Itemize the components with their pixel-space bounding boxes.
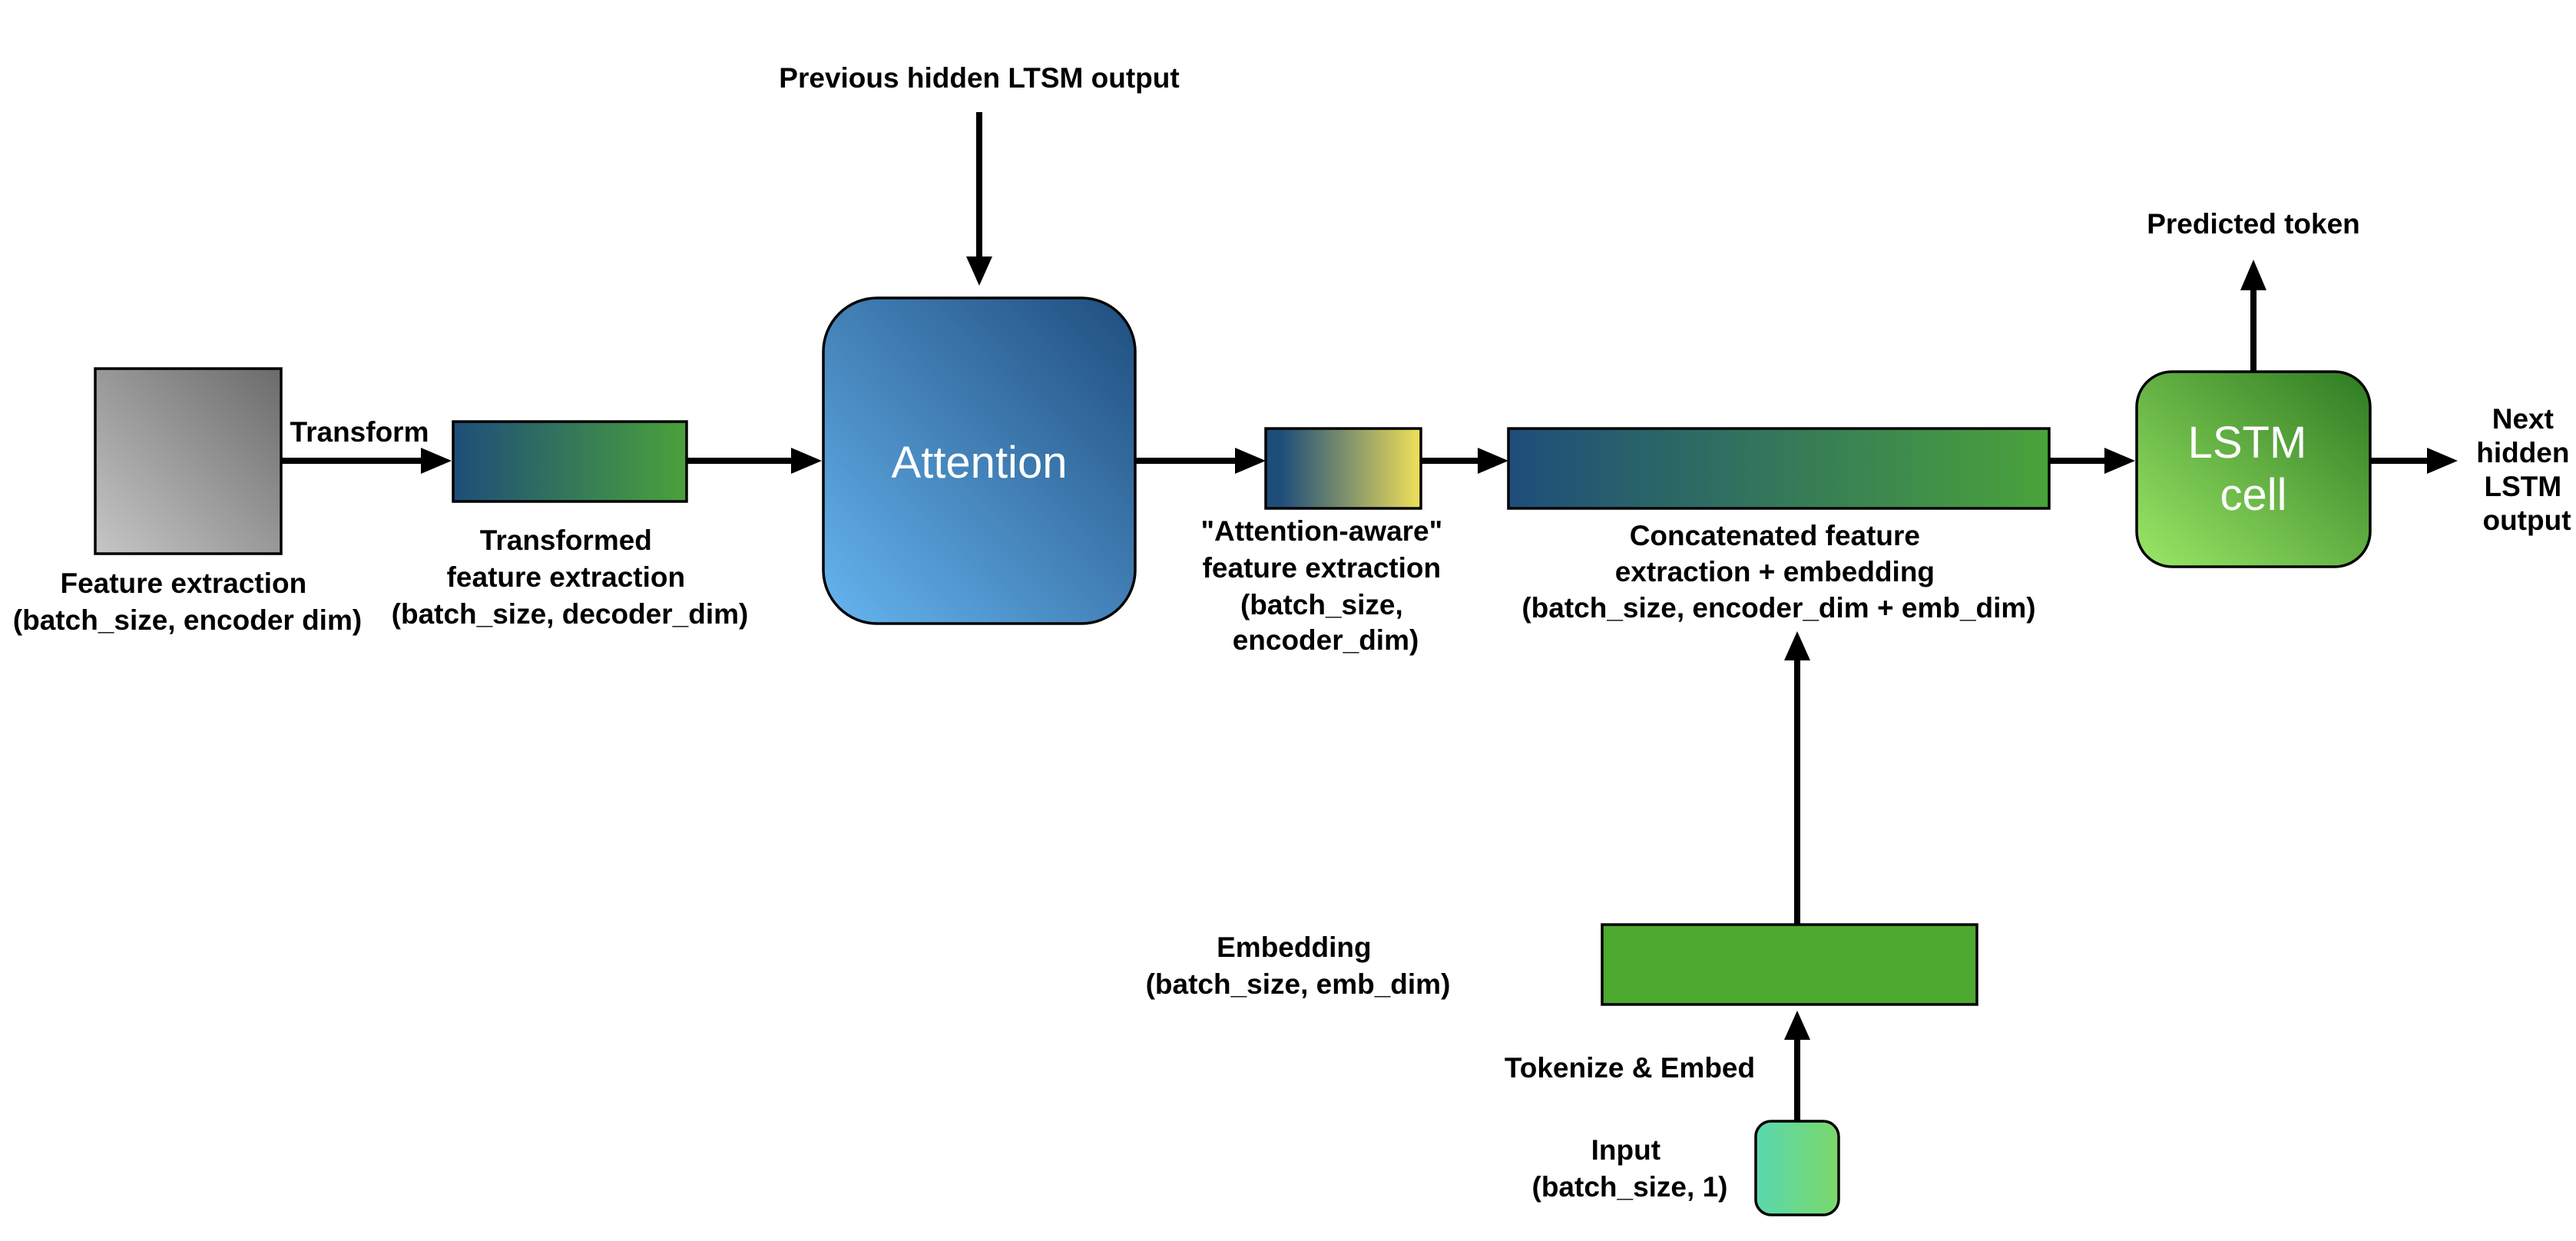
arrow-lstm-to-next-hidden xyxy=(2370,448,2458,474)
arrow-concat-to-lstm xyxy=(2049,448,2135,474)
input-box xyxy=(1754,1120,1840,1216)
concatenated-label: Concatenated feature extraction + embedd… xyxy=(1521,520,2035,624)
transformed-feature-label: Transformed feature extraction (batch_si… xyxy=(392,525,749,630)
input-label: Input (batch_size, 1) xyxy=(1532,1134,1728,1203)
lstm-cell-box xyxy=(2135,370,2372,568)
feature-extraction-label: Feature extraction (batch_size, encoder … xyxy=(13,568,362,636)
next-hidden-label: Next hidden LSTM output xyxy=(2476,403,2576,536)
predicted-token-label: Predicted token xyxy=(2147,208,2360,240)
tokenize-embed-label: Tokenize & Embed xyxy=(1505,1052,1755,1084)
concatenated-box xyxy=(1507,427,2051,510)
attention-aware-label: "Attention-aware" feature extraction (ba… xyxy=(1201,515,1451,656)
arrow-feature-to-transformed xyxy=(281,448,452,474)
arrow-input-to-embedding xyxy=(1784,1011,1810,1121)
previous-hidden-label: Previous hidden LTSM output xyxy=(779,62,1179,94)
transformed-feature-box xyxy=(452,420,688,503)
attention-aware-box xyxy=(1264,427,1422,510)
arrow-attention-to-aware xyxy=(1135,448,1266,474)
arrow-aware-to-concat xyxy=(1421,448,1508,474)
feature-extraction-box xyxy=(94,367,283,555)
attention-label: Attention xyxy=(892,438,1068,488)
embedding-box xyxy=(1601,923,1978,1006)
transform-label: Transform xyxy=(290,416,429,448)
lstm-cell-label: LSTM cell xyxy=(2188,418,2319,520)
embedding-label: Embedding (batch_size, emb_dim) xyxy=(1146,932,1451,1000)
arrow-transformed-to-attention xyxy=(687,448,822,474)
arrow-lstm-to-predicted xyxy=(2240,260,2266,372)
arrow-previous-to-attention xyxy=(966,112,992,286)
arrow-embedding-to-concat xyxy=(1784,631,1810,925)
